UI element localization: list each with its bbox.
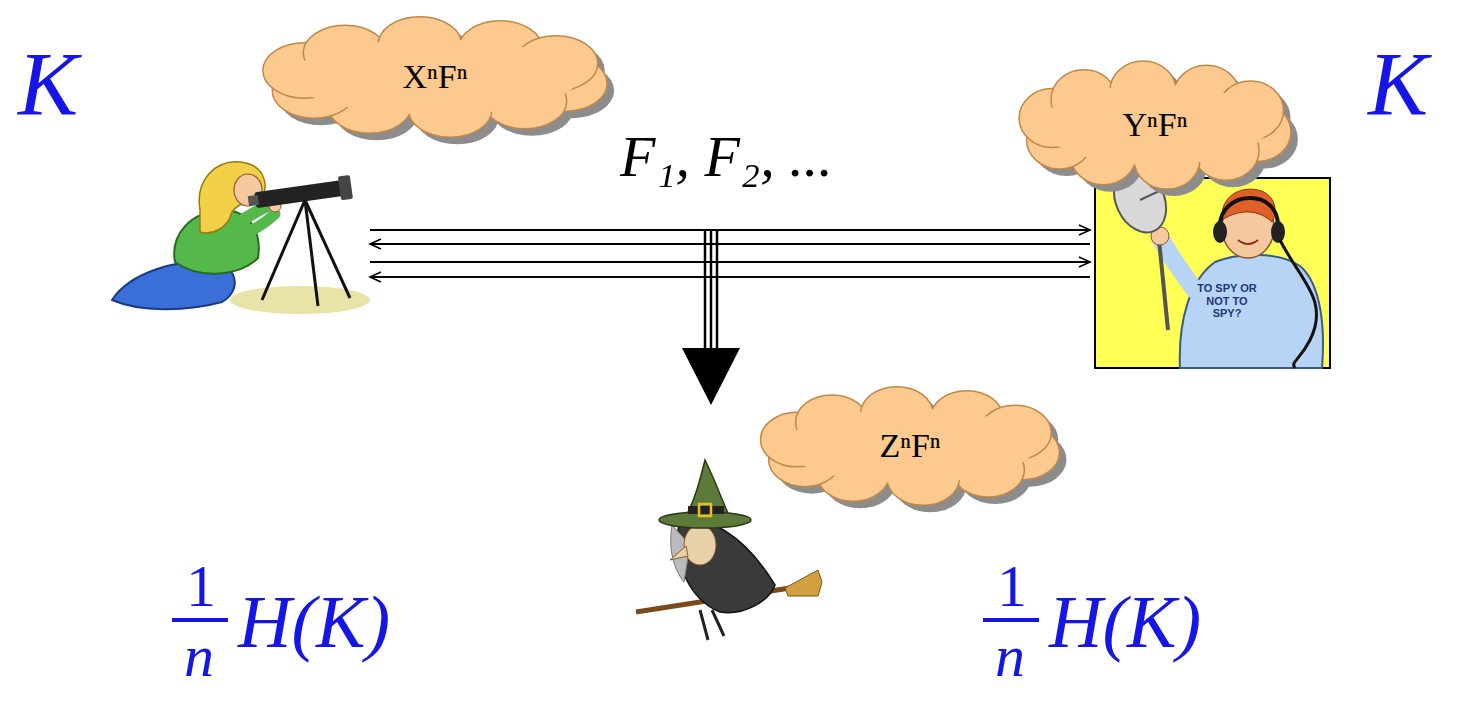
cloud-node: ZⁿFⁿ xyxy=(745,384,1075,508)
entropy-label: H(K) xyxy=(1049,585,1201,659)
alice-figure xyxy=(112,162,370,314)
key-label: K xyxy=(1368,40,1428,130)
fraction-bar xyxy=(983,618,1039,622)
leak-arrow xyxy=(682,230,740,405)
message-arrows xyxy=(370,230,1090,277)
fraction-numerator: 1 xyxy=(186,556,216,616)
cloud-node: YⁿFⁿ xyxy=(1005,58,1305,192)
fraction-denominator: n xyxy=(184,626,214,686)
cloud-node: XⁿFⁿ xyxy=(245,14,625,140)
cloud-text: YⁿFⁿ xyxy=(1123,108,1188,142)
bob-figure xyxy=(1095,159,1330,368)
message-label: F₁, F₂, ... xyxy=(620,128,833,186)
fraction-bar xyxy=(172,618,228,622)
key-label: K xyxy=(18,40,78,130)
shirt-text: TO SPY OR NOT TO SPY? xyxy=(1196,282,1258,320)
fraction-denominator: n xyxy=(995,626,1025,686)
fraction-numerator: 1 xyxy=(997,556,1027,616)
cloud-text: ZⁿFⁿ xyxy=(879,429,940,463)
cloud-text: XⁿFⁿ xyxy=(403,60,468,94)
entropy-label: H(K) xyxy=(238,585,390,659)
